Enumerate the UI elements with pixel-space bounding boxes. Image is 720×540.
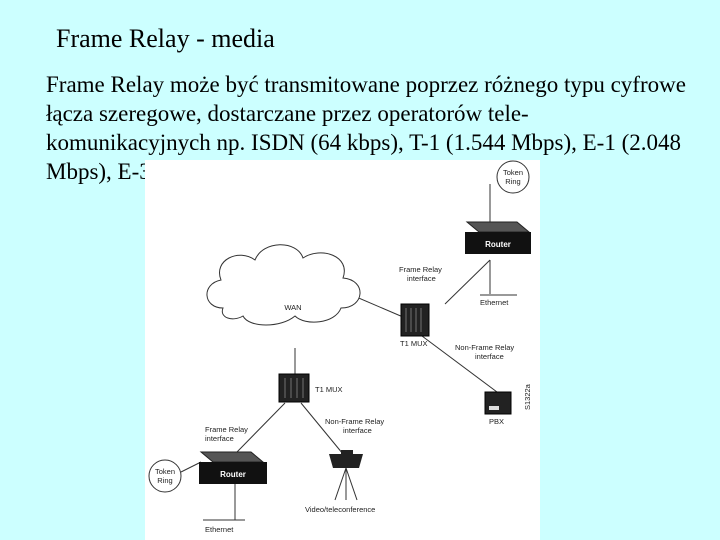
nonfr-right-label-2: interface	[475, 352, 504, 361]
video-label: Video/teleconference	[305, 505, 375, 514]
router-bottom-label: Router	[220, 470, 246, 479]
wan-label: WAN	[284, 303, 301, 312]
token-ring-top-label-2: Ring	[505, 177, 520, 186]
pbx-icon	[484, 391, 512, 415]
ethernet-top-label: Ethernet	[480, 298, 509, 307]
pbx-label: PBX	[489, 417, 504, 426]
nonfr-right-label-1: Non-Frame Relay	[455, 343, 514, 352]
token-ring-bottom-label-2: Ring	[157, 476, 172, 485]
wan-cloud	[206, 244, 361, 326]
fr-interface-bottom-label-1: Frame Relay	[205, 425, 248, 434]
fr-interface-top-label-1: Frame Relay	[399, 265, 442, 274]
fr-interface-top-label-2: interface	[407, 274, 436, 283]
video-camera-icon	[329, 450, 363, 501]
router-top-icon: Router	[465, 221, 531, 254]
t1-mux-center-label: T1 MUX	[315, 385, 343, 394]
t1-mux-right-icon	[400, 303, 430, 337]
token-ring-bottom-icon	[148, 459, 182, 493]
t1-mux-right-label: T1 MUX	[400, 339, 428, 348]
token-ring-top-icon	[496, 160, 530, 194]
connection-lines	[180, 184, 498, 520]
figure-id-label: S1322a	[523, 383, 532, 410]
fr-interface-bottom-label-2: interface	[205, 434, 234, 443]
nonfr-bottom-label-1: Non-Frame Relay	[325, 417, 384, 426]
router-bottom-icon: Router	[199, 451, 267, 484]
nonfr-bottom-label-2: interface	[343, 426, 372, 435]
slide-title: Frame Relay - media	[56, 24, 275, 53]
t1-mux-center-icon	[278, 373, 310, 403]
token-ring-bottom-label-1: Token	[155, 467, 175, 476]
token-ring-top-label-1: Token	[503, 168, 523, 177]
ethernet-bottom-label: Ethernet	[205, 525, 234, 534]
frame-relay-network-diagram: WAN Token Ring Router Ethernet Frame Rel…	[145, 160, 540, 540]
router-top-label: Router	[485, 240, 511, 249]
